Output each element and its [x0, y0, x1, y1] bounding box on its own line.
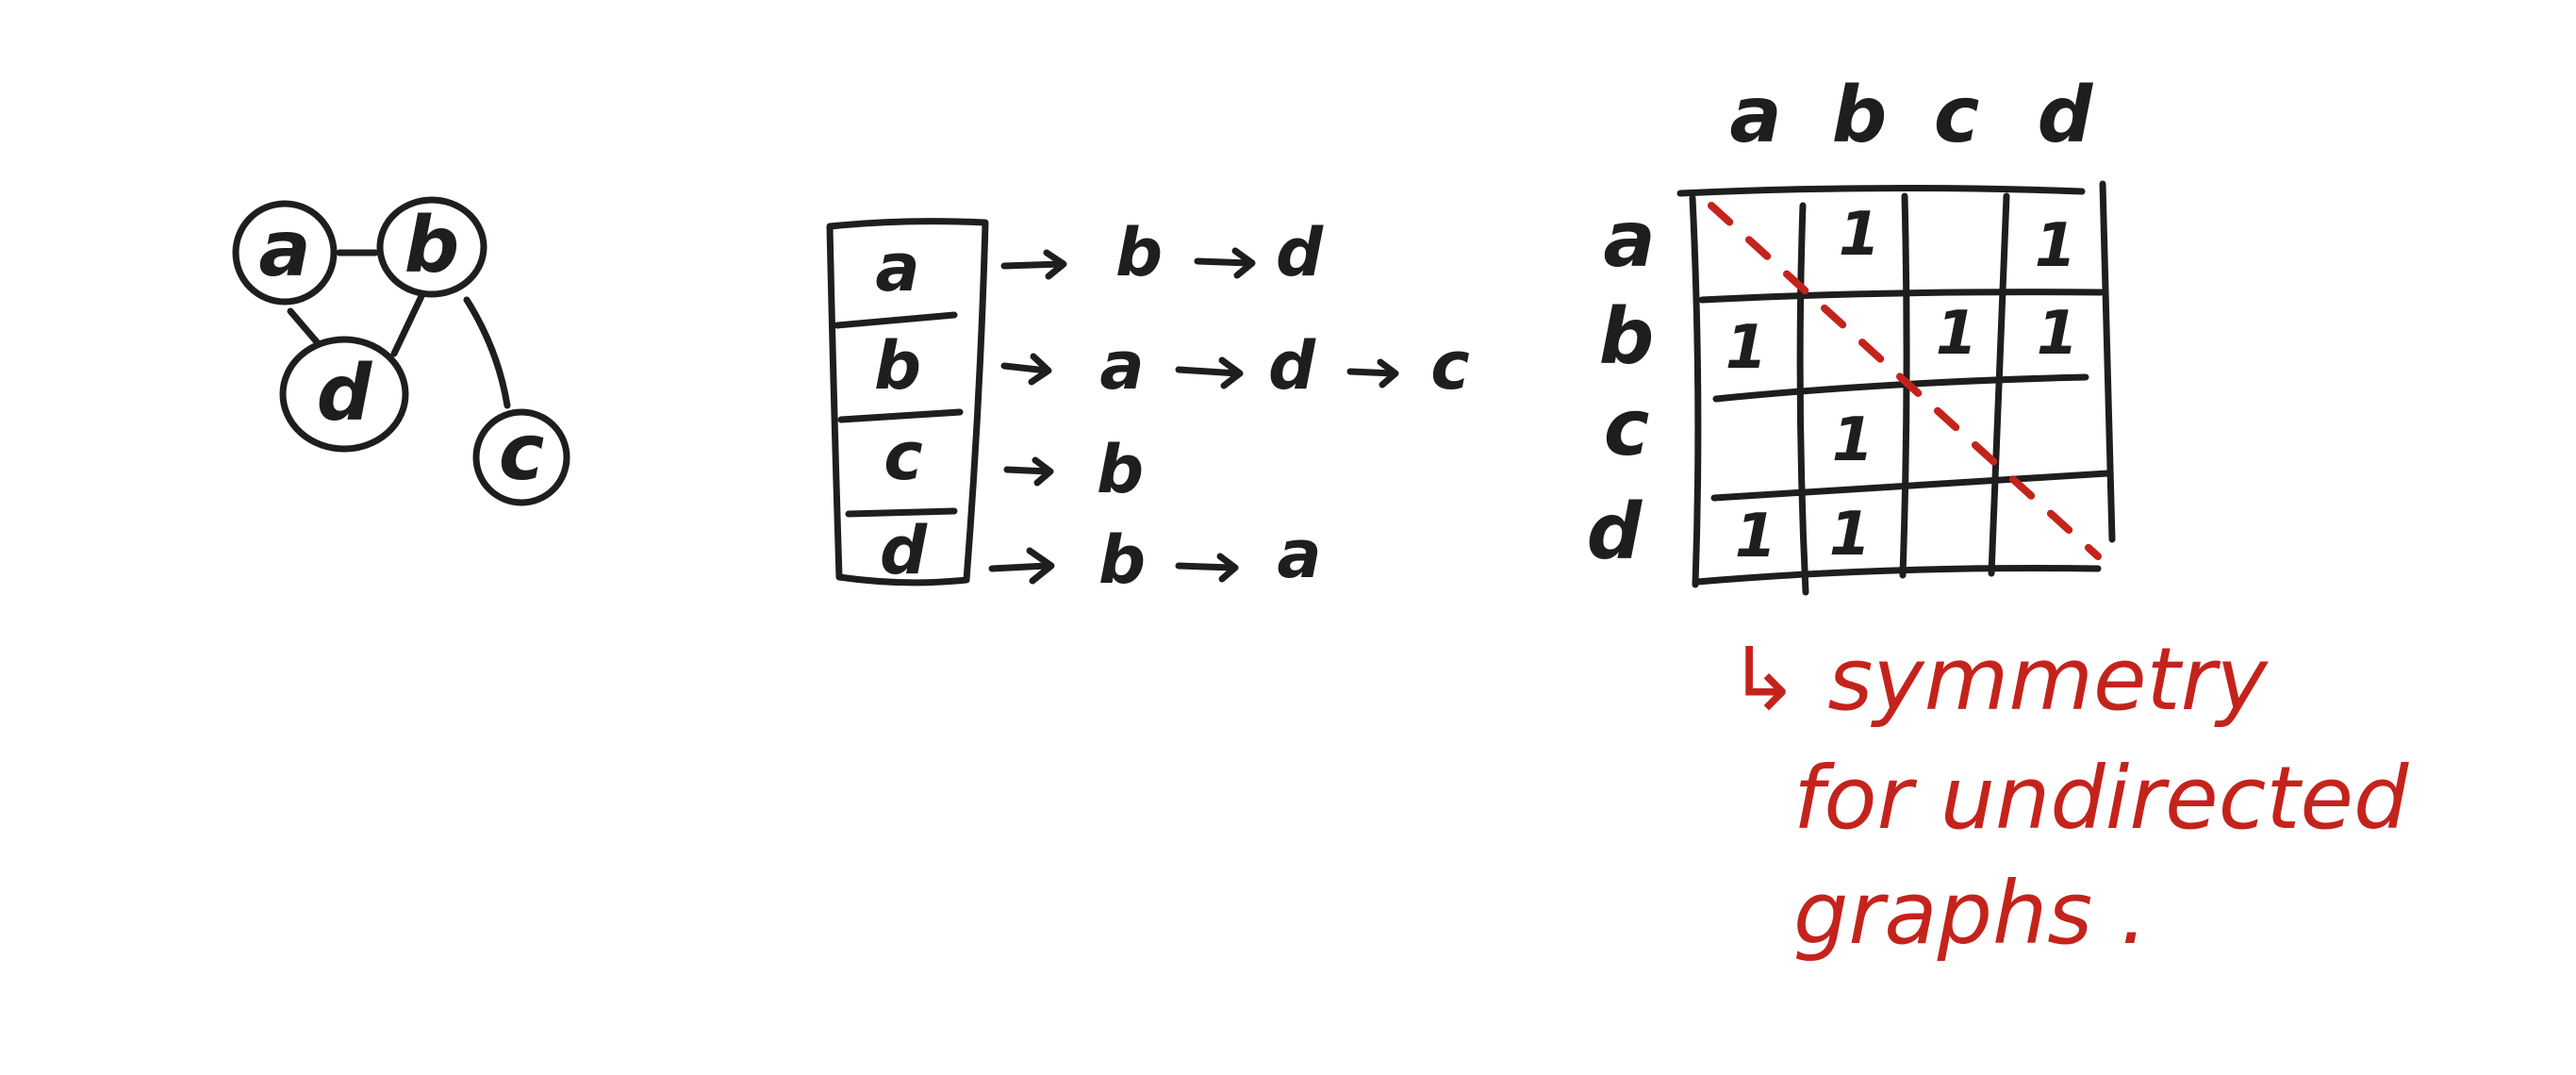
- matrix-col-header: a: [1729, 71, 1781, 160]
- matrix-cell: 1: [2035, 211, 2077, 281]
- adjacency-list-vertex: c: [883, 418, 923, 495]
- arrow-icon: [1218, 356, 1244, 389]
- matrix-col-header: c: [1934, 71, 1980, 160]
- graph-node-b: b: [376, 196, 487, 298]
- adjacency-list-divider: [834, 311, 958, 329]
- adjacency-list-neighbor: b: [1097, 431, 1144, 508]
- graph-node-label: c: [499, 408, 545, 498]
- arrow-icon: [1175, 562, 1237, 571]
- arrow-icon: [1175, 366, 1241, 377]
- annotation-line: for undirected: [1793, 748, 2409, 849]
- adjacency-list-neighbor: d: [1268, 327, 1316, 405]
- symmetry-diagonal: [1708, 202, 2102, 560]
- graph-edge-a-d: [287, 307, 322, 348]
- matrix-cell: 1: [1726, 313, 1768, 383]
- arrow-icon: [1216, 553, 1239, 583]
- adjacency-list-neighbor: b: [1098, 521, 1146, 599]
- arrow-icon: [1231, 247, 1256, 279]
- arrow-icon: [1026, 547, 1055, 585]
- graph-edge-b-c: [463, 296, 511, 409]
- graph-node-label: d: [317, 349, 373, 438]
- graph-node-label: b: [405, 201, 460, 290]
- adjacency-list-neighbor: a: [1099, 327, 1144, 405]
- annotation-line: graphs .: [1793, 863, 2148, 964]
- matrix-cell: 1: [1829, 500, 1872, 570]
- matrix-row-header: d: [1587, 488, 1643, 577]
- graph-node-d: d: [279, 336, 409, 453]
- matrix-row-header: a: [1603, 195, 1655, 285]
- arrow-icon: [1377, 358, 1399, 389]
- matrix-cell: 1: [1936, 299, 1978, 369]
- matrix-cell: 1: [1839, 200, 1881, 270]
- graph-drawing: a b d c: [232, 196, 570, 506]
- adjacency-list: a b d b a d c c b: [826, 214, 1470, 599]
- adjacency-list-row: d b a: [880, 512, 1322, 599]
- arrow-icon: [1194, 257, 1253, 267]
- arrow-icon: [1000, 260, 1065, 270]
- annotation-line: ↳ symmetry: [1727, 629, 2269, 730]
- symmetry-annotation: ↳ symmetry for undirected graphs .: [1727, 629, 2409, 964]
- adjacency-list-box: [826, 218, 989, 587]
- adjacency-list-vertex: d: [880, 512, 928, 589]
- matrix-col-header: d: [2038, 71, 2094, 160]
- arrow-icon: [1346, 368, 1397, 377]
- arrow-icon: [1028, 353, 1052, 386]
- adjacency-list-vertex: b: [874, 327, 921, 405]
- adjacency-matrix: a b c d a b c d 1 1 1 1 1 1 1: [1587, 71, 2116, 596]
- matrix-cell: 1: [1735, 502, 1777, 571]
- arrow-icon: [1003, 466, 1052, 475]
- matrix-grid: [1676, 180, 2116, 596]
- arrow-icon: [1032, 456, 1054, 487]
- arrow-icon: [988, 562, 1050, 572]
- adjacency-list-neighbor: a: [1277, 516, 1321, 593]
- adjacency-list-row: a b d: [875, 214, 1324, 306]
- adjacency-list-neighbor: d: [1276, 214, 1324, 291]
- adjacency-list-neighbor: b: [1115, 214, 1163, 291]
- matrix-row-header: c: [1604, 384, 1650, 473]
- graph-node-label: a: [258, 205, 310, 294]
- adjacency-list-divider: [837, 408, 964, 423]
- adjacency-list-divider: [845, 507, 958, 518]
- adjacency-list-row: b a d c: [874, 327, 1470, 405]
- adjacency-list-vertex: a: [875, 229, 919, 306]
- graph-node-c: c: [472, 408, 570, 506]
- graph-node-a: a: [232, 200, 338, 306]
- adjacency-list-row: c b: [883, 418, 1144, 508]
- graph-edge-b-d: [390, 290, 426, 357]
- matrix-row-header: b: [1599, 292, 1655, 382]
- matrix-col-header: b: [1832, 71, 1888, 160]
- arrow-icon: [1043, 249, 1067, 280]
- arrow-icon: [1000, 362, 1050, 374]
- matrix-cell: 1: [2037, 299, 2079, 369]
- matrix-cell: 1: [1832, 405, 1874, 475]
- adjacency-list-neighbor: c: [1430, 327, 1470, 405]
